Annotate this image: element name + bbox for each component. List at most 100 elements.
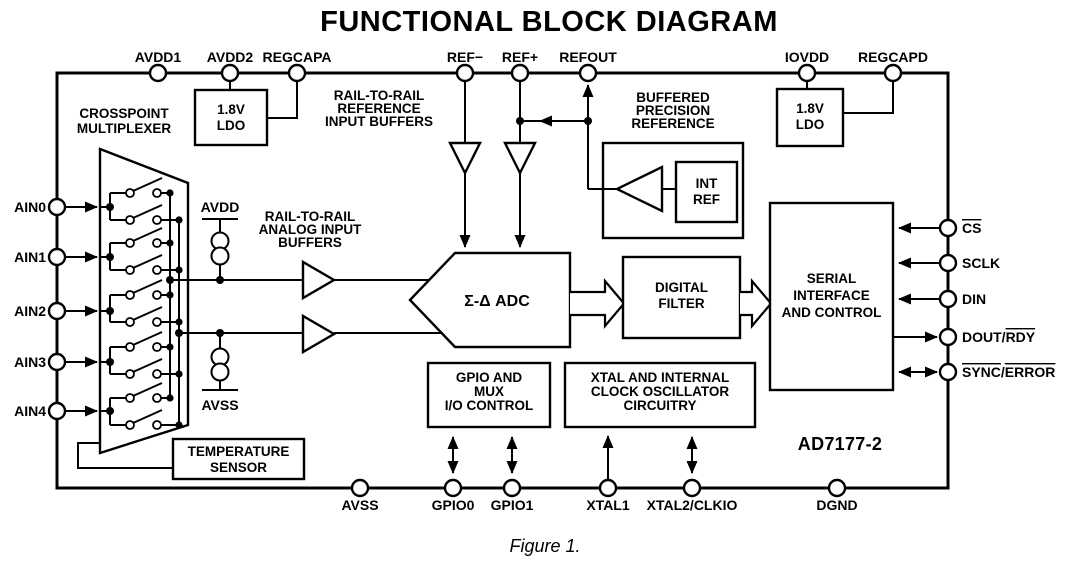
pin-label-ref-minus: REF−: [447, 49, 483, 65]
pin-din: [938, 289, 958, 309]
pin-avss: [350, 478, 370, 498]
avss-current-source: AVSS: [201, 333, 239, 413]
pin-ref-plus: [510, 63, 530, 83]
bus-arrow-adc-to-filter: [570, 277, 626, 330]
pin-ain2: [47, 301, 67, 321]
buffered-precision-reference-block: INT REF: [520, 84, 745, 240]
mux-input-ain4: [65, 398, 114, 425]
pin-label-ain3: AIN3: [14, 354, 46, 370]
pin-avdd1: [148, 63, 168, 83]
crosspoint-multiplexer-block: [65, 147, 190, 455]
analog-buffer-icon: [301, 259, 337, 301]
pin-label-avdd1: AVDD1: [135, 49, 182, 65]
pin-cs: [938, 218, 958, 238]
pin-label-ain2: AIN2: [14, 303, 46, 319]
pin-label-gpio1: GPIO1: [491, 497, 534, 513]
pin-ref-minus: [455, 63, 475, 83]
svg-text:CROSSPOINT: CROSSPOINT: [79, 106, 169, 121]
analog-buffer-icon: [301, 313, 337, 355]
analog-signal-path: [166, 259, 443, 355]
bottom-pin-labels: AVSS GPIO0 GPIO1 XTAL1 XTAL2/CLKIO DGND: [341, 497, 857, 513]
svg-text:PRECISION: PRECISION: [636, 103, 710, 118]
pin-regcapd: [883, 63, 903, 83]
mux-input-ain1: [65, 243, 114, 270]
pin-label-ain4: AIN4: [14, 403, 46, 419]
svg-text:SENSOR: SENSOR: [210, 460, 267, 475]
svg-text:TEMPERATURE: TEMPERATURE: [188, 444, 290, 459]
pin-label-dgnd: DGND: [816, 497, 857, 513]
pin-label-regcapa: REGCAPA: [263, 49, 332, 65]
digital-filter-block: DIGITAL FILTER: [621, 255, 742, 340]
mux-switch: [110, 358, 183, 379]
mux-input-ain2: [65, 295, 114, 322]
pin-sync-error: [938, 362, 958, 382]
mux-switch: [110, 254, 183, 275]
top-pin-labels: AVDD1 AVDD2 REGCAPA REF− REF+ REFOUT IOV…: [135, 49, 928, 65]
pin-ain1: [47, 247, 67, 267]
svg-text:I/O CONTROL: I/O CONTROL: [445, 398, 534, 413]
pin-avdd2: [220, 63, 240, 83]
svg-text:CLOCK OSCILLATOR: CLOCK OSCILLATOR: [591, 384, 729, 399]
svg-text:INTERFACE: INTERFACE: [793, 288, 870, 303]
figure-caption: Figure 1.: [509, 536, 580, 556]
right-pins: [938, 218, 958, 382]
mux-switch: [110, 409, 183, 430]
ldo-d-block: 1.8V LDO: [775, 87, 845, 148]
current-source-icon: [210, 246, 230, 266]
svg-text:REFERENCE: REFERENCE: [337, 101, 420, 116]
pin-ain4: [47, 401, 67, 421]
svg-text:MUX: MUX: [474, 384, 504, 399]
ldo-a-line1: 1.8V: [217, 102, 245, 117]
pin-label-cs: CS: [962, 220, 981, 236]
pin-label-refout: REFOUT: [559, 49, 617, 65]
avdd-current-source: AVDD: [201, 199, 240, 280]
svg-text:AND CONTROL: AND CONTROL: [782, 305, 882, 320]
analog-input-buffers-label: RAIL-TO-RAIL ANALOG INPUT BUFFERS: [259, 209, 363, 250]
svg-text:BUFFERED: BUFFERED: [636, 90, 710, 105]
pin-label-sclk: SCLK: [962, 255, 1000, 271]
pin-label-sync-error: SYNC/ERROR: [962, 364, 1055, 380]
int-ref-line2: REF: [693, 192, 720, 207]
svg-text:RAIL-TO-RAIL: RAIL-TO-RAIL: [334, 88, 425, 103]
mux-switch: [110, 279, 174, 300]
top-pin-wires: [229, 81, 894, 119]
left-pin-labels: AIN0 AIN1 AIN2 AIN3 AIN4: [14, 199, 46, 419]
pin-ain0: [47, 197, 67, 217]
pin-label-din: DIN: [962, 291, 986, 307]
bus-arrow-filter-to-serial: [740, 277, 773, 330]
pin-xtal2-clkio: [682, 478, 702, 498]
pin-dgnd: [827, 478, 847, 498]
ldo-d-line1: 1.8V: [796, 101, 824, 116]
pin-gpio1: [502, 478, 522, 498]
pin-label-ain0: AIN0: [14, 199, 46, 215]
pin-label-regcapd: REGCAPD: [858, 49, 928, 65]
svg-text:BUFFERS: BUFFERS: [278, 235, 342, 250]
serial-interface-block: SERIAL INTERFACE AND CONTROL: [768, 201, 895, 392]
mux-switch: [110, 382, 174, 403]
pin-dout-rdy: [938, 327, 958, 347]
pin-xtal1: [598, 478, 618, 498]
pin-regcapa: [287, 63, 307, 83]
ldo-d-line2: LDO: [796, 117, 825, 132]
ref-minus-buffer-icon: [448, 141, 482, 176]
pin-label-dout-rdy: DOUT/RDY: [962, 329, 1036, 345]
pin-label-avss: AVSS: [341, 497, 378, 513]
svg-text:FILTER: FILTER: [658, 296, 704, 311]
pin-refout: [578, 63, 598, 83]
pin-label-gpio0: GPIO0: [432, 497, 475, 513]
left-pins: [47, 197, 67, 421]
int-ref-block: [674, 160, 739, 224]
ref-plus-buffer-icon: [503, 141, 537, 176]
svg-text:SERIAL: SERIAL: [807, 271, 857, 286]
pin-label-xtal2-clkio: XTAL2/CLKIO: [647, 497, 738, 513]
pin-label-avdd2: AVDD2: [207, 49, 254, 65]
pin-label-iovdd: IOVDD: [785, 49, 829, 65]
svg-text:DIGITAL: DIGITAL: [655, 280, 708, 295]
top-pins: [148, 63, 903, 83]
svg-text:ANALOG INPUT: ANALOG INPUT: [259, 222, 363, 237]
pin-ain3: [47, 352, 67, 372]
ref-input-buffers-label: RAIL-TO-RAIL REFERENCE INPUT BUFFERS: [325, 88, 433, 129]
avdd-rail-label: AVDD: [201, 199, 240, 215]
